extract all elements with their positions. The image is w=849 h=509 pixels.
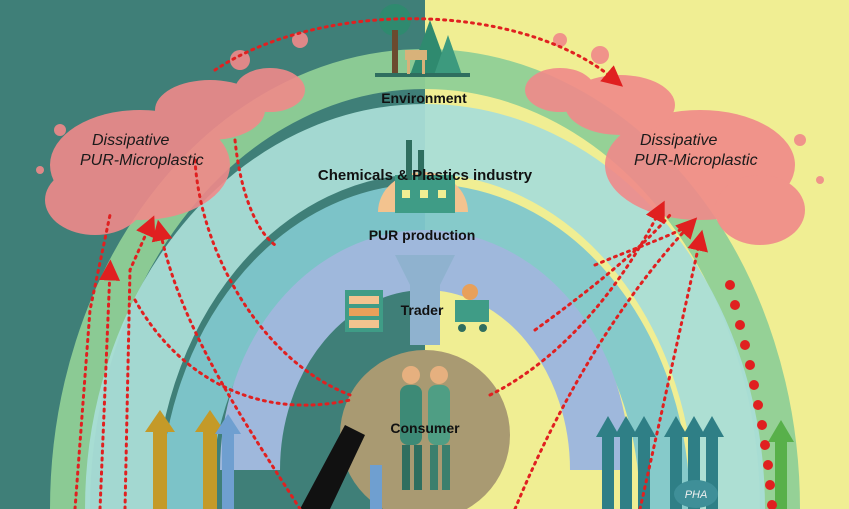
microplastic-cloud-left <box>36 32 308 235</box>
shelf-icon <box>345 290 383 332</box>
consumer-label: Consumer <box>390 420 460 436</box>
input-arrows-right <box>596 416 724 509</box>
microplastic-right-line2: PUR-Microplastic <box>634 152 758 169</box>
production-label: PUR production <box>369 227 476 243</box>
microplastic-left-line1: Dissipative <box>92 132 169 149</box>
industry-band <box>85 104 765 509</box>
factory-icon <box>378 140 468 213</box>
funnel-shape <box>395 255 455 345</box>
microplastic-cloud-right <box>525 33 824 245</box>
microplastic-left-line2: PUR-Microplastic <box>80 152 204 169</box>
green-input-arrow <box>768 420 794 509</box>
shopping-cart-icon <box>455 284 489 332</box>
flow-arrows <box>73 17 708 509</box>
consumer-figures-icon <box>400 366 450 490</box>
consumer-circle <box>340 350 510 509</box>
industry-label: Chemicals & Plastics industry <box>318 167 533 184</box>
microplastic-right-line1: Dissipative <box>640 132 717 149</box>
large-dot-flow <box>725 280 777 509</box>
environment-label: Environment <box>381 90 467 106</box>
input-arrows-left <box>145 410 382 509</box>
trader-label: Trader <box>401 302 444 318</box>
pha-label: PHA <box>685 489 708 501</box>
deer-icon <box>405 50 427 74</box>
